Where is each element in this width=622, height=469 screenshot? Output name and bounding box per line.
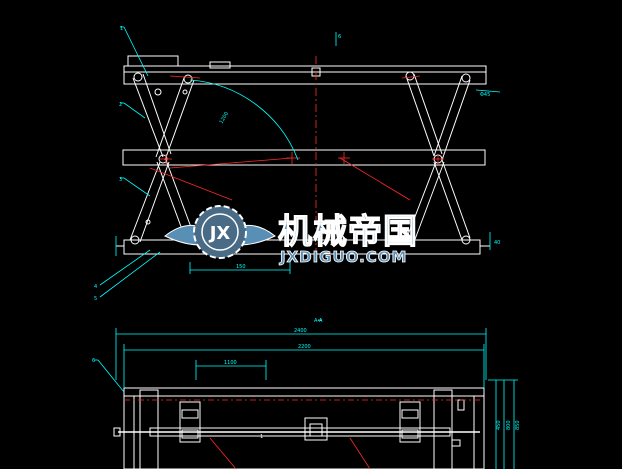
dim-h2: 800 — [506, 420, 512, 430]
watermark-url: JXDIGUO.COM — [279, 248, 407, 266]
dim-d5: 150 — [236, 264, 246, 270]
middle-frame — [122, 149, 486, 166]
watermark-gear-icon: JX — [193, 205, 247, 259]
front-leaders — [99, 26, 501, 321]
watermark-emblem-text: JX — [208, 223, 231, 244]
part-label-1: 1 — [120, 26, 123, 32]
dim-w-sub: 1100 — [224, 360, 237, 366]
bottom-base — [123, 239, 481, 255]
dim-d1: 6 — [338, 34, 341, 40]
front-centerlines — [149, 56, 444, 260]
top-view-text: 2400 2200 1100 6 450 800 850 1 — [92, 328, 521, 440]
top-bracket — [127, 55, 179, 67]
front-text: 1 2 3 4 5 6 1200 Φ45 150 40 A-A — [94, 26, 500, 324]
top-view-red — [124, 399, 484, 469]
dim-w-outer: 2400 — [294, 328, 307, 334]
dim-d2: 1200 — [219, 111, 231, 125]
part-label-5: 5 — [94, 296, 97, 302]
watermark-chinese: 机械帝国 — [278, 212, 418, 252]
dim-w-inner: 2200 — [298, 344, 311, 350]
dim-shaft: 1 — [260, 434, 263, 440]
dim-h3: 850 — [515, 420, 521, 430]
part-label-3: 3 — [119, 177, 122, 183]
shaft — [149, 427, 451, 437]
front-view — [116, 55, 490, 255]
top-view-dims — [94, 328, 518, 469]
section-label: A-A — [314, 318, 323, 324]
top-platform — [123, 65, 487, 85]
dim-d6: 40 — [494, 240, 500, 246]
part-label-2: 2 — [119, 102, 122, 108]
part-label-6: 6 — [92, 358, 95, 364]
right-scissor-arms — [405, 73, 471, 243]
top-view — [113, 387, 485, 469]
dim-d4: Φ45 — [480, 92, 490, 98]
dim-h1: 450 — [496, 420, 502, 430]
part-label-4: 4 — [94, 284, 97, 290]
watermark: JX 机械帝国 JXDIGUO.COM — [164, 205, 418, 266]
